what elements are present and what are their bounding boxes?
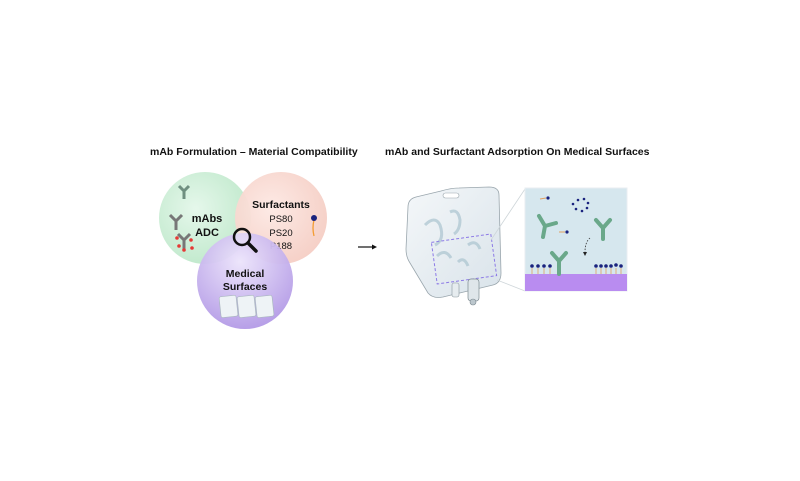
adsorbed-surfactants-left bbox=[530, 264, 552, 274]
iv-bag-icons bbox=[218, 294, 275, 318]
iv-bag-illustration bbox=[405, 186, 526, 306]
medical-surface-layer bbox=[525, 274, 627, 291]
surfactant-item: P188 bbox=[270, 241, 292, 252]
right-panel-title: mAb and Surfactant Adsorption On Medical… bbox=[385, 146, 650, 158]
antibody-icon bbox=[537, 214, 558, 239]
magnifying-glass-icon bbox=[232, 227, 258, 253]
micelle-icon bbox=[571, 197, 590, 213]
adsorbed-antibody-icon bbox=[550, 251, 568, 276]
antibody-icon bbox=[168, 184, 192, 249]
surfactant-item: PS80 bbox=[269, 214, 292, 225]
left-panel-title: mAb Formulation – Material Compatibility bbox=[150, 146, 358, 158]
antibody-icon bbox=[594, 218, 612, 241]
adsorbed-surfactants-right bbox=[594, 263, 623, 274]
adc-payload-icon bbox=[175, 236, 194, 252]
adc-label: ADC bbox=[195, 227, 219, 239]
medical-label: Medical bbox=[226, 268, 265, 280]
adsorption-arrow-icon bbox=[584, 237, 591, 253]
surfaces-label: Surfaces bbox=[223, 281, 268, 293]
adsorption-inset bbox=[524, 187, 628, 292]
medical-surfaces-circle: Medical Surfaces bbox=[197, 233, 293, 329]
surfactant-item: PS20 bbox=[269, 228, 292, 239]
free-surfactant-icon bbox=[559, 230, 569, 234]
arrow-right-icon bbox=[358, 244, 377, 250]
mabs-label: mAbs bbox=[192, 213, 223, 225]
free-surfactant-icon bbox=[539, 196, 550, 200]
surfactants-label: Surfactants bbox=[252, 199, 310, 211]
surfactant-molecule-icon bbox=[311, 215, 317, 237]
